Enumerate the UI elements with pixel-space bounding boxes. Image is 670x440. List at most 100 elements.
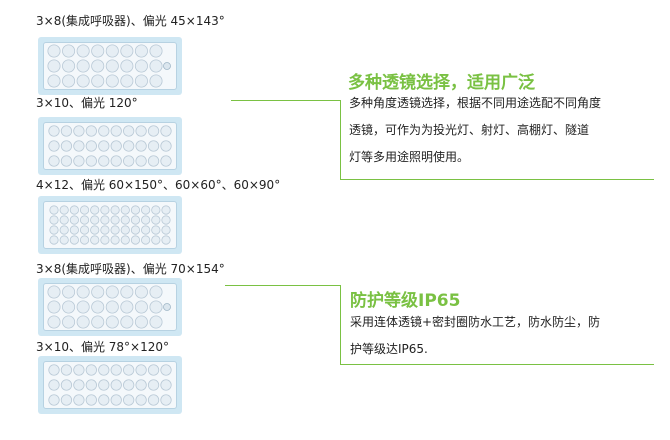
- lens-dot: [130, 235, 141, 245]
- lens-dot: [69, 205, 79, 215]
- lens-dot: [110, 125, 122, 137]
- lens-dot: [161, 215, 171, 225]
- lens-dot: [123, 140, 135, 152]
- feature-text-2: 采用连体透镜+密封圈防水工艺，防水防尘，防 护等级达IP65.: [350, 309, 655, 363]
- lens-dot: [59, 225, 69, 235]
- connector-line-1: [231, 100, 341, 101]
- lens-dot: [48, 364, 60, 376]
- lens-dot: [141, 205, 151, 215]
- lens-dot: [60, 155, 73, 167]
- lens-dot: [147, 394, 160, 406]
- lens-grid: [48, 364, 172, 406]
- lens-dot: [48, 379, 60, 391]
- lens-dot: [147, 379, 160, 391]
- lens-dot: [79, 205, 90, 215]
- divider-vertical-1: [340, 100, 341, 180]
- lens-dot: [69, 215, 79, 225]
- lens-dot: [110, 379, 122, 391]
- lens-dot: [135, 379, 147, 391]
- lens-dot: [85, 155, 97, 167]
- lens-dot: [59, 205, 69, 215]
- lens-dot: [48, 140, 60, 152]
- lens-dot: [141, 225, 151, 235]
- feature-text-2-line-1: 采用连体透镜+密封圈防水工艺，防水防尘，防: [350, 315, 601, 329]
- lens-dot: [90, 235, 100, 245]
- lens-dot: [79, 225, 90, 235]
- lens-dot: [110, 364, 122, 376]
- feature-text-1-line-3: 灯等多用途照明使用。: [349, 150, 470, 164]
- lens-dot: [60, 394, 73, 406]
- lens-dot: [123, 379, 135, 391]
- lens-dot: [105, 300, 119, 314]
- lens-dot: [147, 155, 160, 167]
- lens-dot: [47, 74, 61, 88]
- lens-dot: [91, 285, 105, 299]
- lens-dot: [91, 59, 105, 73]
- lens-dot: [123, 364, 135, 376]
- lens-dot: [73, 125, 85, 137]
- lens-dot: [60, 125, 73, 137]
- lens-dot: [85, 394, 97, 406]
- lens-dot: [149, 74, 163, 88]
- lens-dot: [160, 364, 172, 376]
- lens-dot: [48, 155, 60, 167]
- lens-dot: [149, 285, 163, 299]
- lens-dot: [47, 44, 61, 58]
- lens-dot: [120, 235, 130, 245]
- lens-dot: [69, 225, 79, 235]
- product-label-3: 4×12、偏光 60×150°、60×60°、60×90°: [36, 178, 281, 192]
- lens-dot: [60, 140, 73, 152]
- lens-dot: [85, 125, 97, 137]
- lens-dot: [59, 215, 69, 225]
- lens-dot: [73, 394, 85, 406]
- lens-dot: [151, 205, 161, 215]
- lens-dot: [73, 140, 85, 152]
- lens-dot: [161, 225, 171, 235]
- lens-dot: [62, 300, 76, 314]
- divider-bottom-1: [340, 179, 654, 180]
- lens-dot: [62, 44, 76, 58]
- lens-dot: [73, 364, 85, 376]
- lens-dot: [60, 364, 73, 376]
- lens-dot: [98, 364, 110, 376]
- lens-dot: [110, 140, 122, 152]
- lens-dot: [134, 74, 148, 88]
- lens-dot: [161, 235, 171, 245]
- lens-dot: [120, 300, 134, 314]
- product-label-5: 3×10、偏光 78°×120°: [36, 340, 170, 354]
- lens-dot: [160, 155, 172, 167]
- lens-dot: [134, 300, 148, 314]
- lens-dot: [47, 59, 61, 73]
- lens-dot: [47, 300, 61, 314]
- lens-dot: [49, 205, 59, 215]
- lens-dot: [149, 44, 163, 58]
- lens-dot: [100, 215, 110, 225]
- lens-dot: [110, 225, 120, 235]
- divider-vertical-2: [340, 285, 341, 365]
- lens-dot: [98, 125, 110, 137]
- divider-bottom-2: [340, 364, 654, 365]
- lens-dot: [130, 225, 141, 235]
- lens-dot: [134, 285, 148, 299]
- lens-dot: [49, 235, 59, 245]
- lens-dot: [60, 379, 73, 391]
- lens-dot: [79, 235, 90, 245]
- feature-text-1: 多种角度透镜选择，根据不同用途选配不同角度 透镜，可作为为投光灯、射灯、高棚灯、…: [349, 90, 654, 171]
- lens-dot: [62, 285, 76, 299]
- lens-dot: [120, 44, 134, 58]
- lens-image-5: [38, 356, 182, 414]
- lens-dot: [147, 125, 160, 137]
- lens-dot: [120, 59, 134, 73]
- lens-dot: [98, 155, 110, 167]
- lens-dot: [73, 155, 85, 167]
- lens-dot: [91, 300, 105, 314]
- lens-dot: [110, 215, 120, 225]
- lens-dot: [120, 315, 134, 329]
- lens-image-3: [38, 196, 182, 254]
- lens-dot: [110, 235, 120, 245]
- lens-dot: [90, 205, 100, 215]
- lens-image-1: [38, 37, 182, 95]
- lens-dot: [62, 315, 76, 329]
- product-label-4: 3×8(集成呼吸器)、偏光 70×154°: [36, 262, 225, 276]
- lens-dot: [105, 44, 119, 58]
